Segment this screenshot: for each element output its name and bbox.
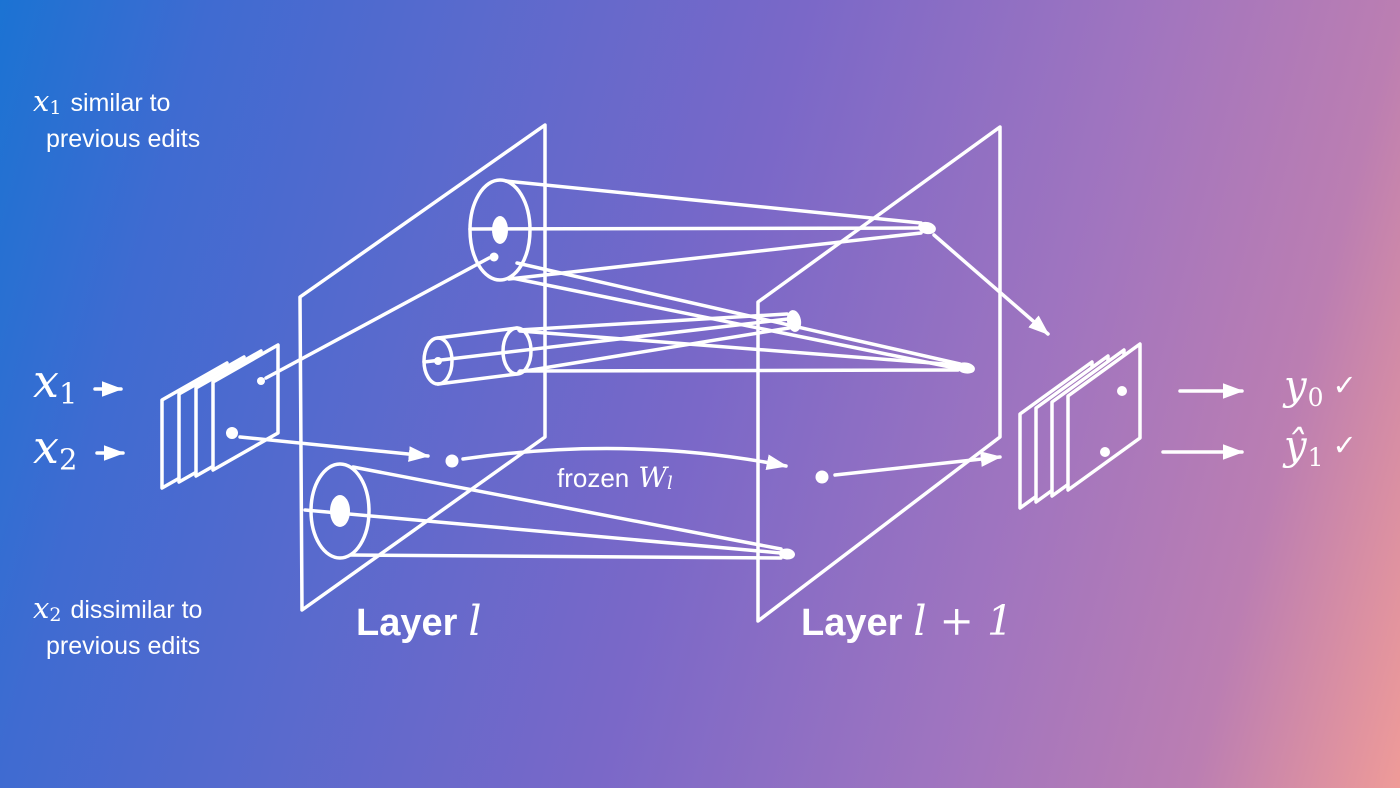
note-top-text2: previous edits (46, 124, 201, 153)
cone-apex-c (779, 548, 795, 560)
output-dot-y1 (1100, 447, 1110, 457)
neuron-circle-bottom (309, 462, 371, 560)
layer-l1-math: l + 1 (913, 597, 1014, 645)
cone-apex-a (918, 221, 936, 235)
connections (238, 233, 1050, 484)
x2-arrow-1 (238, 435, 430, 462)
neuron-cylinder-middle (422, 310, 975, 386)
w-subscript: l (667, 473, 673, 495)
neuron-circle-top (468, 178, 532, 282)
cone-apex-b (957, 362, 975, 374)
input-x1-subscript: 1 (58, 376, 78, 411)
cyl-centerline (422, 317, 790, 364)
cone-top-bottom-tangent (507, 231, 923, 281)
frozen-weights-label: frozen Wl (557, 461, 673, 494)
neuron-circle-bottom-center (330, 495, 350, 527)
x1-to-top-neuron-line (264, 256, 491, 380)
input-note-bottom: x2 dissimilar to previous edits (33, 593, 202, 662)
cyl-top-edge (436, 326, 519, 340)
cone-top-tangent (504, 179, 923, 225)
input-label-x1: x1 (33, 354, 77, 410)
cyl-to-apex-b-1 (518, 329, 960, 367)
x2-arrow-2 (833, 451, 1002, 477)
input-label-x2: x2 (33, 420, 77, 476)
cyl-ellipse-left (422, 336, 454, 386)
cone-bot-bottom-tangent (349, 553, 783, 560)
neuron-circle-top-dot (489, 252, 499, 262)
layer-l-math: l (468, 597, 482, 645)
cyl-left-dot (434, 357, 442, 365)
note-top-text1: similar to (70, 89, 171, 117)
cone-top-centerline (468, 226, 921, 231)
output-stack (1018, 342, 1142, 510)
x1-symbol: x (33, 84, 50, 118)
cone-top-to-apex-b-1 (515, 261, 962, 366)
y1hat-subscript: 1 (1307, 443, 1324, 472)
layer-l1-word: Layer (801, 602, 903, 644)
layer-l1-plane (756, 125, 1002, 623)
x2-dot-layer-l (445, 454, 459, 468)
input-dot-x2 (226, 427, 238, 439)
cyl-to-cap-1 (517, 312, 789, 332)
cyl-to-cap-2 (517, 326, 791, 374)
x1-subscript: 1 (49, 96, 62, 119)
neuron-circle-top-center (492, 216, 508, 244)
cyl-bottom-edge (436, 372, 519, 386)
input-note-top: x1 similar to previous edits (33, 86, 200, 155)
output-label-y1hat: ŷ1 ✓ (1284, 422, 1357, 472)
cyl-to-apex-b-2 (518, 368, 960, 373)
x2-dot-layer-l1 (815, 470, 829, 484)
x2-symbol: x (33, 591, 50, 625)
layer-l-word: Layer (356, 602, 458, 644)
cone-bot-centerline (303, 508, 783, 555)
frozen-word: frozen (557, 463, 630, 493)
input-x1-symbol: x (33, 354, 59, 408)
input-stack (160, 343, 280, 490)
output-dot-y0 (1117, 386, 1127, 396)
cyl-ellipse-right (501, 326, 533, 376)
y1hat-symbol: ŷ (1284, 423, 1307, 469)
input-note-bottom-line1: x2 dissimilar to (33, 593, 202, 631)
input-note-top-line1: x1 similar to (33, 86, 200, 124)
y0-symbol: y (1284, 363, 1307, 409)
io-arrows (93, 381, 1244, 461)
w-symbol: W (638, 461, 668, 494)
note-bottom-text1: dissimilar to (70, 596, 203, 624)
apex-to-output-arrow (932, 233, 1050, 336)
neuron-cone-bottom (303, 462, 795, 560)
x2-frozen-curve-arrow (461, 446, 788, 470)
note-bottom-text2: previous edits (46, 631, 201, 660)
y0-subscript: 0 (1307, 383, 1324, 412)
input-dot-x1 (257, 377, 265, 385)
cone-bot-top-tangent (351, 465, 783, 551)
input-x2-symbol: x (33, 420, 59, 474)
cylinder-end-cap (786, 310, 802, 332)
y0-checkmark-icon: ✓ (1332, 367, 1357, 402)
output-label-y0: y0 ✓ (1284, 362, 1357, 412)
y1hat-checkmark-icon: ✓ (1332, 427, 1357, 462)
output-sheet-1 (1066, 342, 1142, 492)
x2-subscript: 2 (49, 603, 62, 626)
input-x2-subscript: 2 (58, 442, 78, 477)
